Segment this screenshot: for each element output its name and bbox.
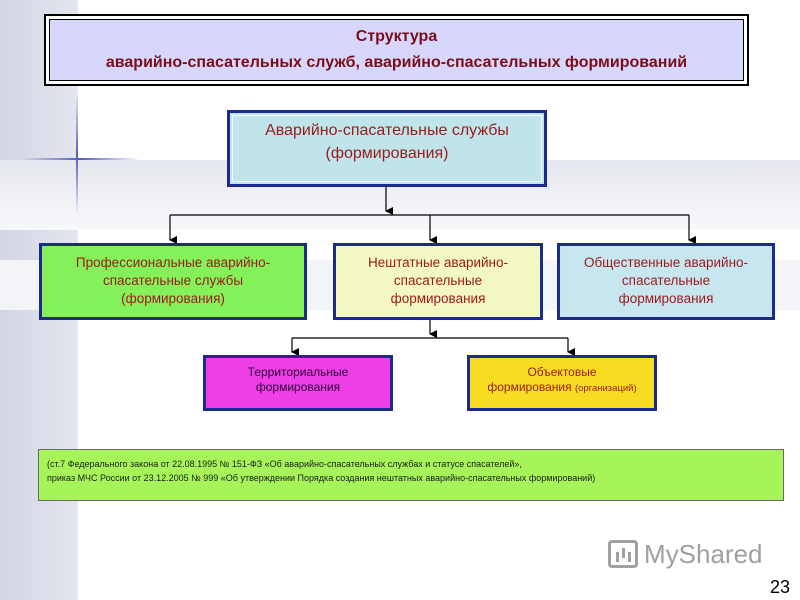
node-rescue-services: Аварийно-спасательные службы (формирован… (227, 110, 547, 187)
slide-title-frame: Структура аварийно-спасательных служб, а… (44, 14, 749, 86)
title-line-1: Структура (355, 28, 438, 45)
page-number: 23 (770, 577, 791, 597)
node-nonstaff-line-1: Нештатные аварийно- (367, 255, 509, 270)
node-professional-line-3: (формирования) (121, 291, 225, 306)
node-object-line-2-small: (организаций) (574, 383, 637, 394)
title-line-2: аварийно-спасательных служб, аварийно-сп… (105, 54, 688, 71)
slide-title: Структура аварийно-спасательных служб, а… (49, 19, 744, 81)
node-public-formations: Общественные аварийно- спасательные форм… (557, 243, 775, 320)
node-public-line-3: формирования (618, 291, 714, 306)
node-professional-line-1: Профессиональные аварийно- (75, 255, 271, 270)
node-object-line-2: формирования (487, 380, 572, 394)
node-nonstaff-line-3: формирования (390, 291, 486, 306)
node-object-line-1: Объектовые (527, 365, 597, 379)
myshared-watermark: MyShared (608, 536, 763, 572)
node-object-line-2-wrap: формирования (организаций) (487, 380, 636, 396)
node-territorial-formations: Территориальные формирования (203, 355, 393, 411)
legal-note-line-2: приказ МЧС России от 23.12.2005 № 999 «О… (47, 473, 596, 483)
legal-note-line-1: (ст.7 Федерального закона от 22.08.1995 … (47, 459, 522, 469)
sparkle-horizontal (20, 158, 140, 160)
node-object-formations: Объектовые формирования (организаций) (467, 355, 657, 411)
node-public-line-1: Общественные аварийно- (583, 255, 749, 270)
node-rescue-services-line-2: (формирования) (325, 145, 449, 162)
node-professional-services: Профессиональные аварийно- спасательные … (39, 243, 307, 320)
node-territorial-line-2: формирования (255, 380, 341, 394)
node-public-line-2: спасательные (621, 273, 711, 288)
node-nonstaff-formations: Нештатные аварийно- спасательные формиро… (333, 243, 543, 320)
node-territorial-line-1: Территориальные (247, 365, 349, 379)
watermark-text: MyShared (644, 538, 763, 569)
sparkle-vertical (76, 95, 78, 215)
legal-reference-note: (ст.7 Федерального закона от 22.08.1995 … (38, 449, 784, 501)
chart-icon (608, 540, 638, 568)
node-rescue-services-line-1: Аварийно-спасательные службы (265, 122, 509, 139)
node-nonstaff-line-2: спасательные (393, 273, 483, 288)
node-professional-line-2: спасательные службы (102, 273, 244, 288)
